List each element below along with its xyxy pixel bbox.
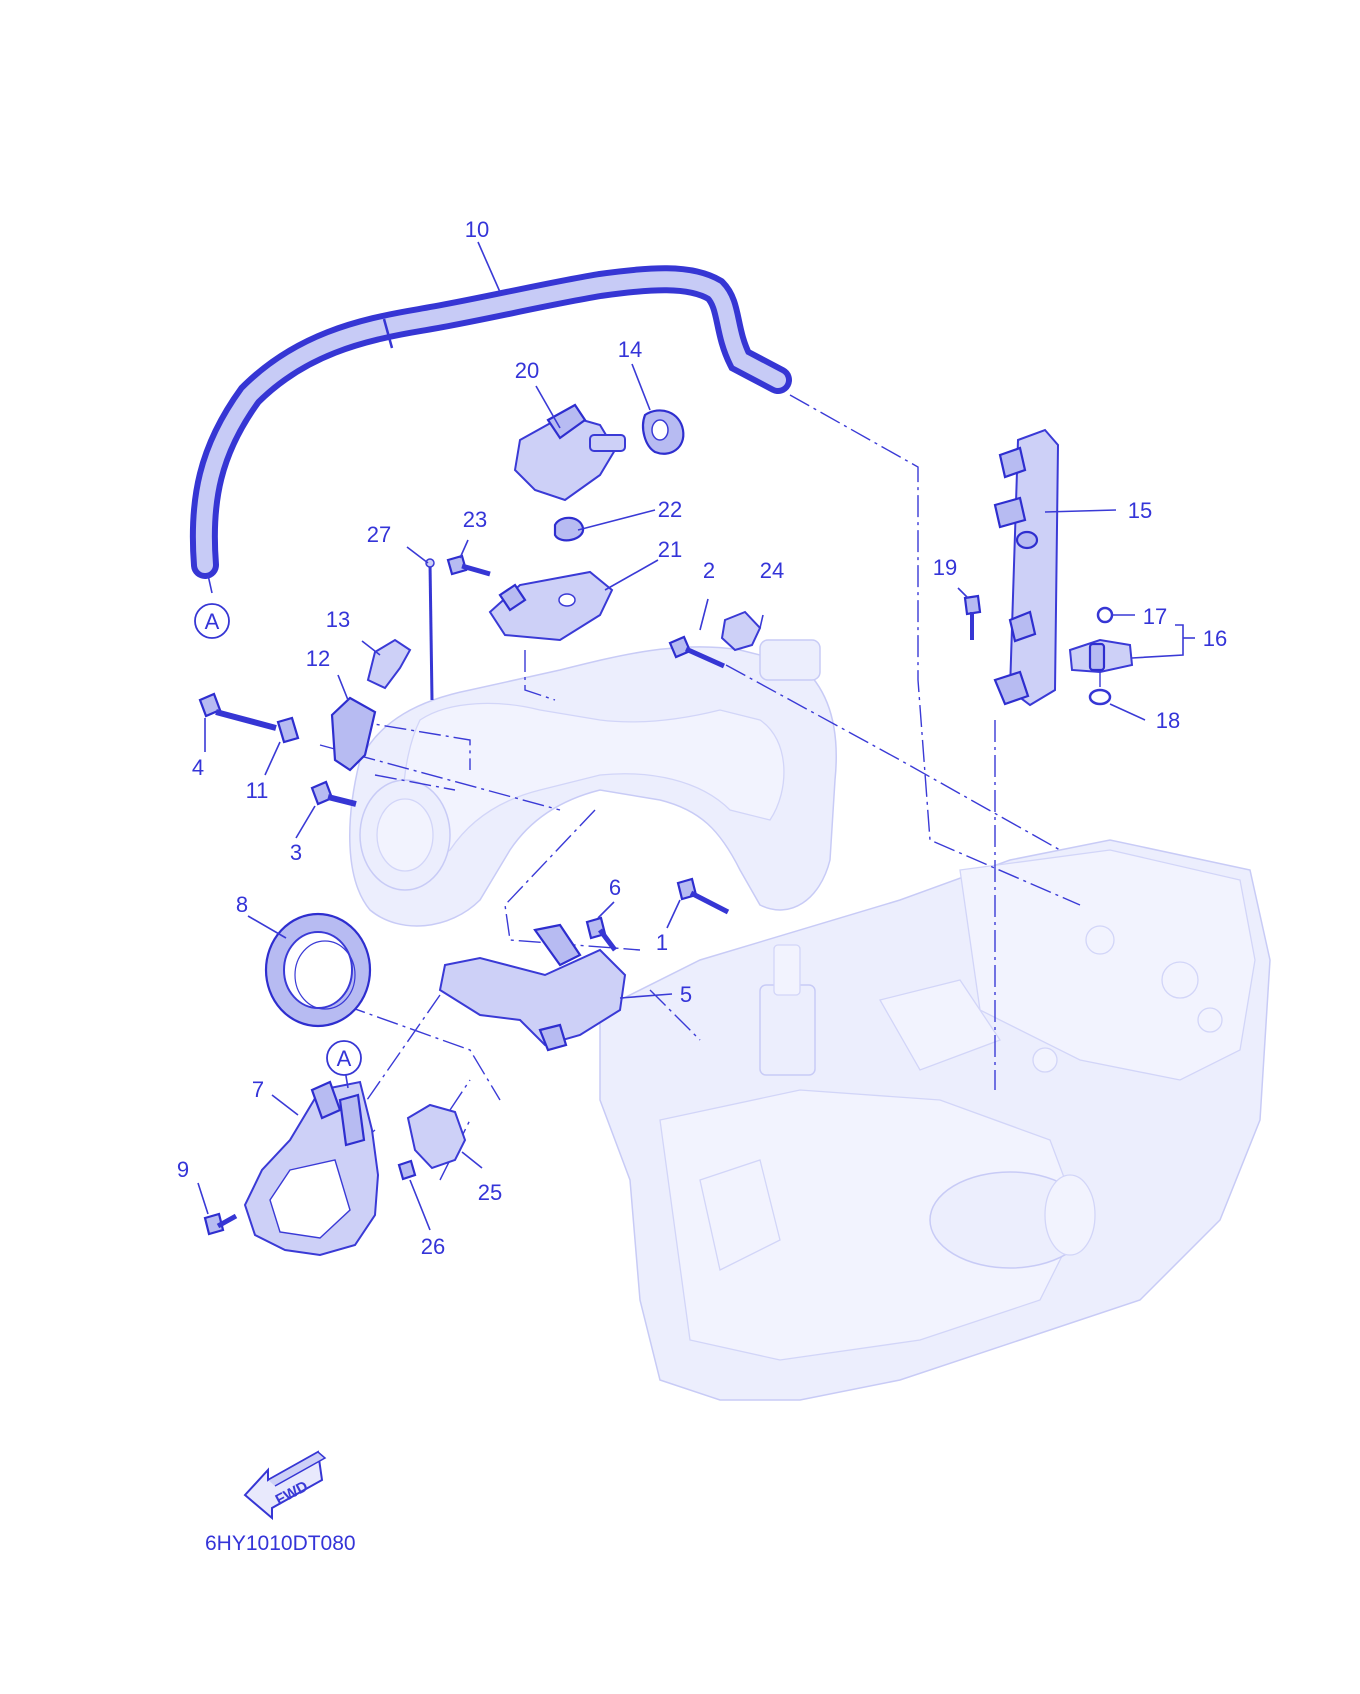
hose-part-10: [189, 265, 792, 579]
callout-3: 3: [290, 840, 302, 865]
callout-5: 5: [680, 982, 692, 1007]
callout-16: 16: [1203, 626, 1227, 651]
callout-8: 8: [236, 892, 248, 917]
connector-a-bottom: A: [326, 1040, 362, 1076]
callout-7: 7: [252, 1077, 264, 1102]
bolt-part-9: [203, 1212, 225, 1236]
bracket-part-25: [406, 1103, 467, 1170]
callout-15: 15: [1128, 498, 1152, 523]
callout-6: 6: [609, 875, 621, 900]
callout-9: 9: [177, 1157, 189, 1182]
callout-4: 4: [192, 755, 204, 780]
bracket-part-5: [438, 948, 627, 1047]
clip-part-13: [366, 638, 412, 690]
callout-27: 27: [367, 522, 391, 547]
connector-a-bottom-label: A: [337, 1046, 352, 1071]
bolt-part-3: [310, 780, 334, 806]
callout-10: 10: [465, 217, 489, 242]
callout-25: 25: [478, 1180, 502, 1205]
fwd-arrow-icon: FWD: [243, 1450, 327, 1521]
bolt-part-26: [397, 1159, 417, 1181]
rod-part-27: [428, 562, 434, 701]
callout-22: 22: [658, 497, 682, 522]
engine-block-ghost: [349, 639, 1271, 1401]
callout-2: 2: [703, 558, 715, 583]
bolt-part-19: [963, 594, 982, 616]
o-ring-part-17: [1096, 606, 1114, 624]
connector-a-top-label: A: [205, 609, 220, 634]
connector-a-top: A: [194, 603, 230, 639]
callout-19: 19: [933, 555, 957, 580]
callout-21: 21: [658, 537, 682, 562]
diagram-code: 6HY1010DT080: [205, 1532, 356, 1555]
callout-20: 20: [515, 358, 539, 383]
callout-18: 18: [1156, 708, 1180, 733]
callout-24: 24: [760, 558, 784, 583]
leader-lines: [197, 241, 1195, 1231]
callout-1: 1: [656, 930, 668, 955]
callout-26: 26: [421, 1234, 445, 1259]
collar-part-11: [276, 716, 300, 744]
callout-13: 13: [326, 607, 350, 632]
callout-11: 11: [246, 778, 269, 803]
bracket-part-21: [488, 570, 614, 642]
plate-part-12: [330, 696, 377, 772]
seal-part-18: [1088, 688, 1112, 706]
bolt-part-23: [446, 554, 468, 576]
callout-12: 12: [306, 646, 330, 671]
clip-part-24: [720, 610, 762, 652]
callout-labels: 10 14 20 15 23 22 27 21 2 24 19 17 16 13…: [177, 217, 1227, 1259]
parts: [189, 265, 1134, 1257]
callout-23: 23: [463, 507, 487, 532]
callout-14: 14: [618, 337, 642, 362]
callout-17: 17: [1143, 604, 1167, 629]
